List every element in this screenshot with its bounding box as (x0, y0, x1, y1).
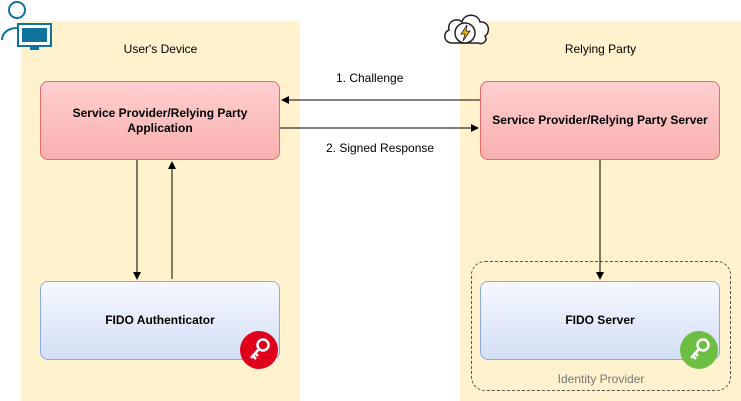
cloud-lightning-icon (444, 14, 490, 45)
key-icon (250, 338, 270, 360)
users-device-title: User's Device (123, 42, 198, 56)
authenticator-key-badge (240, 331, 278, 369)
sp-application-box[interactable]: Service Provider/Relying Party Applicati… (40, 81, 280, 160)
key-icon (690, 338, 710, 360)
identity-provider-group: Identity Provider (471, 261, 731, 391)
sp-server-box[interactable]: Service Provider/Relying Party Server (480, 81, 720, 160)
challenge-label: 1. Challenge (336, 71, 404, 85)
server-key-badge (680, 331, 718, 369)
user-with-monitor-icon (1, 1, 52, 50)
relying-party-title: Relying Party (564, 42, 637, 56)
identity-provider-label: Identity Provider (557, 372, 645, 386)
signed-response-label: 2. Signed Response (326, 141, 435, 155)
